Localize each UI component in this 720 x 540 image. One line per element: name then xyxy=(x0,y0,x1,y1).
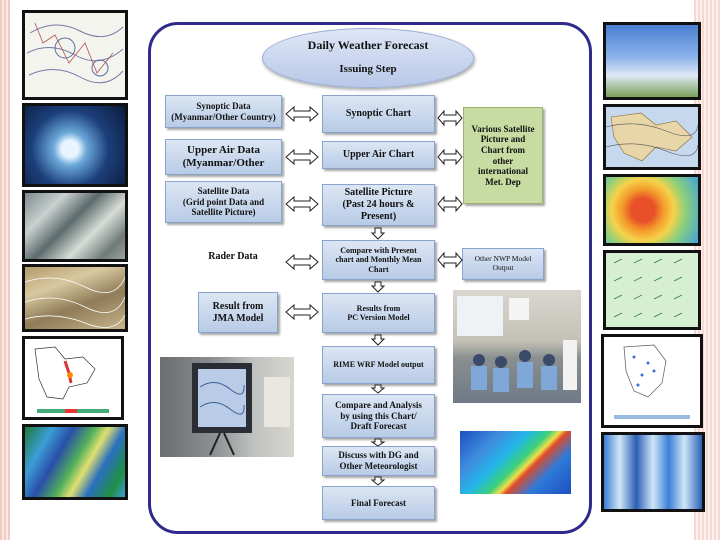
upper-air-data-box: Upper Air Data(Myanmar/Other xyxy=(165,139,282,175)
compare-present-line1: Compare with Present xyxy=(340,245,417,255)
satellite-data-line1: Satellite Data xyxy=(197,186,250,197)
rainfall-map-thumbnail xyxy=(22,424,128,500)
compare-analysis-line2: by using this Chart/ xyxy=(340,410,417,421)
arrow-synoptic xyxy=(285,105,319,123)
satellite-picture-box: Satellite Picture(Past 24 hours & Presen… xyxy=(322,184,435,226)
synoptic-chart-text: Synoptic Chart xyxy=(345,108,412,120)
cross-section-charts-thumbnail xyxy=(601,432,705,512)
satellite-picture-line1: Satellite Picture xyxy=(344,187,413,199)
pc-model-line1: Results from xyxy=(356,303,401,313)
various-satellite-line1: Various Satellite xyxy=(471,123,535,134)
compare-analysis-line1: Compare and Analysis xyxy=(335,400,422,411)
pc-model-line2: PC Version Model xyxy=(347,313,410,322)
synoptic-data-box: Synoptic Data(Myanmar/Other Country) xyxy=(165,95,282,128)
jma-model-line1: Result from xyxy=(212,300,264,312)
infrared-satellite-thumbnail xyxy=(22,190,128,262)
title-line1: Daily Weather Forecast xyxy=(307,38,429,52)
arrow-satellite xyxy=(285,195,319,213)
arrow-to-various-2 xyxy=(437,148,463,166)
arrow-down-5 xyxy=(370,438,386,447)
compare-present-line2: chart and Monthly Mean xyxy=(335,255,422,265)
arrow-rader xyxy=(285,253,319,271)
discuss-line1: Discuss with DG and xyxy=(338,450,419,461)
various-satellite-line6: Met. Dep xyxy=(485,176,521,187)
rader-data-text: Rader Data xyxy=(208,251,258,263)
wind-field-thumbnail xyxy=(603,250,701,330)
satellite-picture-line2: (Past 24 hours & Present) xyxy=(342,199,415,222)
various-satellite-line4: other xyxy=(492,155,514,166)
storm-track-map-thumbnail xyxy=(22,336,124,420)
upper-air-chart-thumbnail xyxy=(22,264,128,332)
various-satellite-line3: Chart from xyxy=(480,144,526,155)
rime-wrf-box: RIME WRF Model output xyxy=(322,346,435,384)
title-oval: Daily Weather Forecast Issuing Step xyxy=(262,28,474,88)
arrow-down-6 xyxy=(370,476,386,486)
radar-sky-thumbnail xyxy=(603,22,701,100)
arrow-down-3 xyxy=(370,334,386,346)
compare-present-line3: Chart xyxy=(368,264,389,274)
upper-air-data-line2: (Myanmar/Other xyxy=(182,157,265,169)
temperature-map-thumbnail xyxy=(603,174,701,246)
chart-display-photo xyxy=(160,357,294,457)
final-forecast-box: Final Forecast xyxy=(322,486,435,520)
compare-analysis-line3: Draft Forecast xyxy=(350,421,407,432)
arrow-down-1 xyxy=(370,227,386,240)
left-decorative-stripe xyxy=(0,0,10,540)
arrow-upper-air xyxy=(285,148,319,166)
various-satellite-line2: Picture and xyxy=(480,134,526,145)
discuss-line2: Other Meteorologist xyxy=(339,461,418,471)
upper-air-data-line1: Upper Air Data xyxy=(187,144,260,157)
other-nwp-line2: Output xyxy=(492,263,514,272)
various-satellite-line5: international xyxy=(477,166,528,177)
regional-synoptic-thumbnail xyxy=(603,104,701,170)
rime-wrf-text: RIME WRF Model output xyxy=(333,360,424,370)
satellite-data-line2: (Grid point Data and xyxy=(182,196,265,207)
arrow-down-4 xyxy=(370,384,386,394)
title-line2: Issuing Step xyxy=(339,63,397,75)
arrow-to-various-3 xyxy=(437,195,463,213)
other-nwp-line1: Other NWP Model xyxy=(474,254,532,264)
final-forecast-text: Final Forecast xyxy=(350,497,407,508)
forecast-office-photo xyxy=(453,290,581,403)
jma-model-line2: JMA Model xyxy=(212,312,264,324)
upper-air-chart-box: Upper Air Chart xyxy=(322,141,435,169)
satellite-data-line3: Satellite Picture) xyxy=(191,207,256,218)
precipitation-map-figure xyxy=(460,431,571,494)
upper-air-chart-text: Upper Air Chart xyxy=(342,149,415,161)
station-map-thumbnail xyxy=(601,334,703,428)
arrow-to-nwp xyxy=(437,251,463,269)
arrow-jma xyxy=(285,303,319,321)
synoptic-map-thumbnail xyxy=(22,10,128,100)
synoptic-data-line1: Synoptic Data xyxy=(196,100,251,111)
arrow-to-various-1 xyxy=(437,109,463,127)
synoptic-chart-box: Synoptic Chart xyxy=(322,95,435,133)
arrow-down-2 xyxy=(370,281,386,293)
rader-data-label: Rader Data xyxy=(186,249,280,265)
cyclone-satellite-thumbnail xyxy=(22,103,128,187)
synoptic-data-line2: (Myanmar/Other Country) xyxy=(171,111,276,122)
